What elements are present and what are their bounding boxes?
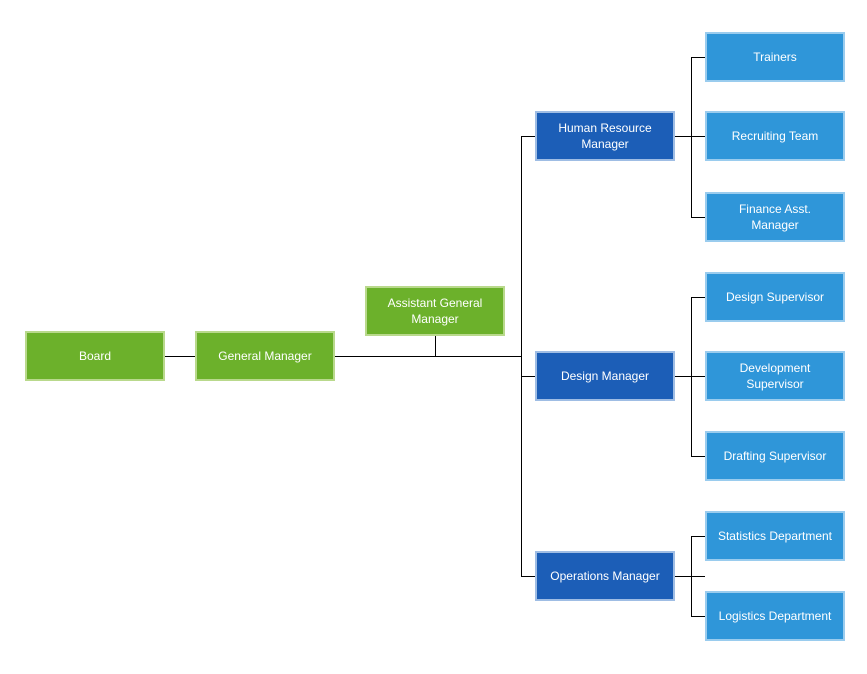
connector-design-manager-children bbox=[675, 376, 705, 377]
node-operations-manager[interactable]: Operations Manager bbox=[535, 551, 675, 601]
node-design-supervisor[interactable]: Design Supervisor bbox=[705, 272, 845, 322]
node-recruiting-team[interactable]: Recruiting Team bbox=[705, 111, 845, 161]
node-trainers[interactable]: Trainers bbox=[705, 32, 845, 82]
node-general-manager[interactable]: General Manager bbox=[195, 331, 335, 381]
connector-trunk-trainers bbox=[691, 57, 705, 58]
node-development-supervisor[interactable]: Development Supervisor bbox=[705, 351, 845, 401]
connector-design-children-trunk bbox=[691, 297, 692, 456]
node-statistics-department[interactable]: Statistics Department bbox=[705, 511, 845, 561]
connector-trunk-statistics-department bbox=[691, 536, 705, 537]
connector-board-general-manager bbox=[165, 356, 195, 357]
connector-trunk-design-supervisor bbox=[691, 297, 705, 298]
connector-assistant-general-manager-drop bbox=[435, 336, 436, 356]
node-finance-asst-manager[interactable]: Finance Asst. Manager bbox=[705, 192, 845, 242]
connector-managers-trunk bbox=[521, 136, 522, 576]
connector-operations-children-trunk bbox=[691, 536, 692, 616]
connector-trunk-drafting-supervisor bbox=[691, 456, 705, 457]
node-drafting-supervisor[interactable]: Drafting Supervisor bbox=[705, 431, 845, 481]
connector-trunk-design-manager bbox=[521, 376, 535, 377]
connector-trunk-finance-asst-manager bbox=[691, 217, 705, 218]
node-design-manager[interactable]: Design Manager bbox=[535, 351, 675, 401]
connector-operations-manager-children bbox=[675, 576, 705, 577]
node-board[interactable]: Board bbox=[25, 331, 165, 381]
connector-hr-manager-children bbox=[675, 136, 705, 137]
connector-trunk-operations-manager bbox=[521, 576, 535, 577]
connector-general-manager-trunk bbox=[335, 356, 521, 357]
connector-trunk-hr-manager bbox=[521, 136, 535, 137]
connector-trunk-logistics-department bbox=[691, 616, 705, 617]
node-assistant-general-manager[interactable]: Assistant General Manager bbox=[365, 286, 505, 336]
node-human-resource-manager[interactable]: Human Resource Manager bbox=[535, 111, 675, 161]
connector-hr-children-trunk bbox=[691, 57, 692, 217]
node-logistics-department[interactable]: Logistics Department bbox=[705, 591, 845, 641]
